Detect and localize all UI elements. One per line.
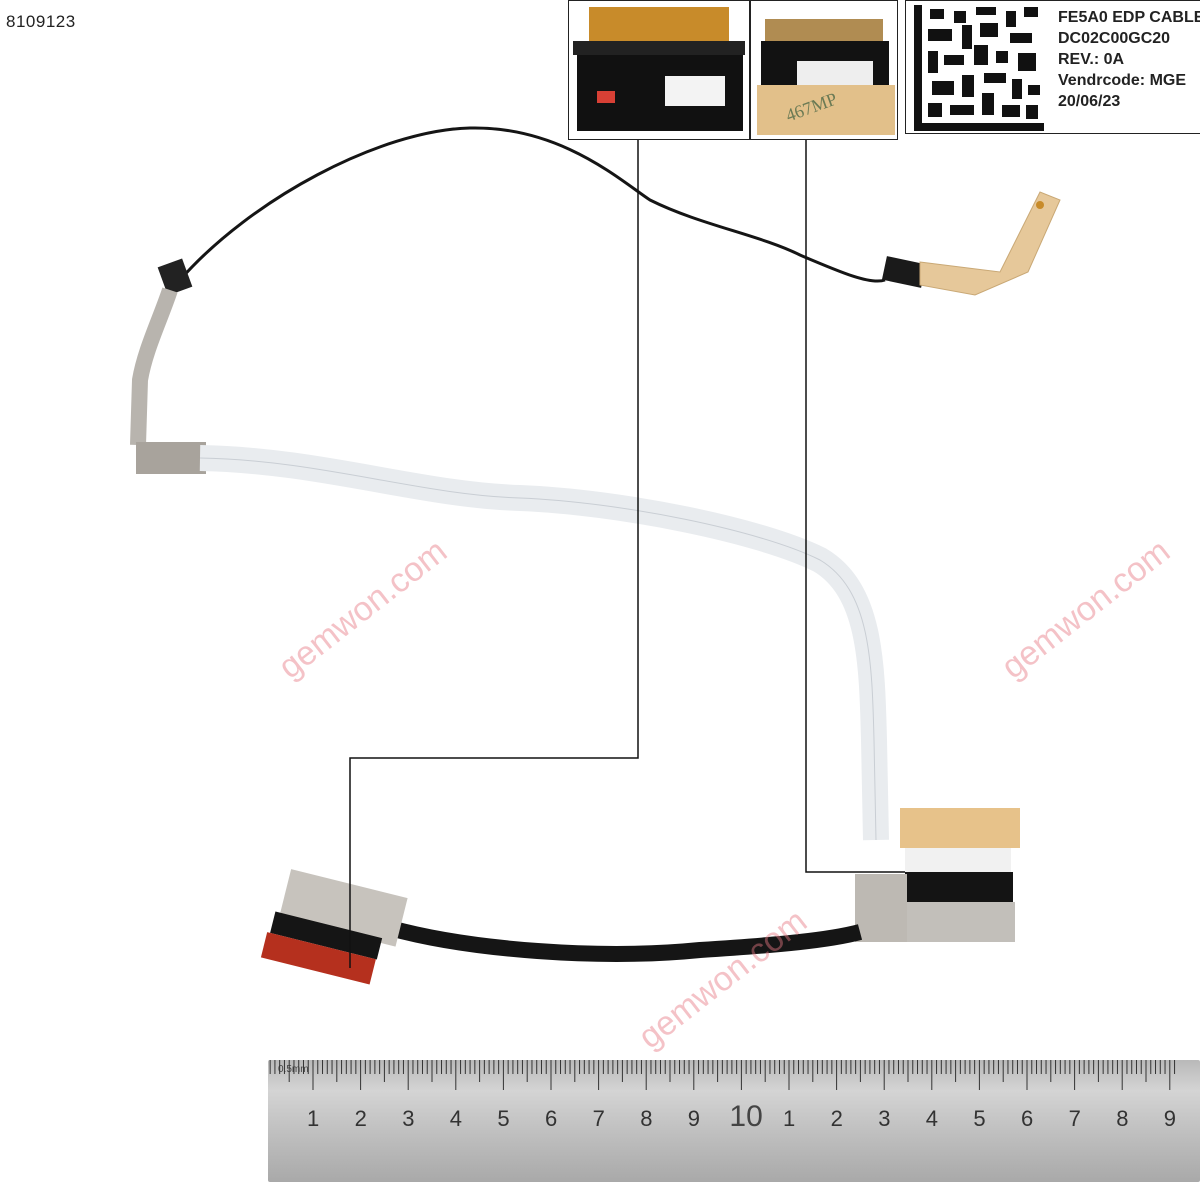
ruler-number: 4 bbox=[925, 1106, 939, 1131]
connector-left-black bbox=[270, 911, 383, 960]
connector-right-black bbox=[905, 872, 1013, 902]
foil-left-connector bbox=[279, 869, 408, 947]
product-label: FE5A0 EDP CABLE DC02C00GC20 REV.: 0A Ven… bbox=[905, 0, 1200, 134]
label-line-partno: DC02C00GC20 bbox=[1058, 30, 1171, 47]
ruler-number: 2 bbox=[354, 1106, 367, 1131]
thick-cable bbox=[387, 920, 863, 962]
ruler-number: 8 bbox=[640, 1106, 653, 1131]
callout-line-right bbox=[805, 140, 905, 873]
kapton-tape-right bbox=[900, 808, 1020, 848]
label-line-rev: REV.: 0A bbox=[1058, 51, 1125, 68]
foil-right-tab bbox=[855, 874, 907, 942]
ruler-number: 9 bbox=[1163, 1106, 1177, 1131]
small-connector-right bbox=[881, 256, 927, 288]
ruler-unit-label: 0.5mm bbox=[278, 1064, 309, 1075]
ruler-ticks bbox=[269, 1060, 1176, 1090]
datamatrix-code-icon bbox=[914, 5, 1044, 131]
ruler-number: 3 bbox=[878, 1106, 891, 1131]
ruler-number: 4 bbox=[449, 1106, 463, 1131]
label-text: FE5A0 EDP CABLE DC02C00GC20 REV.: 0A Ven… bbox=[1058, 7, 1200, 112]
red-tab bbox=[260, 932, 376, 985]
ruler-number: 5 bbox=[497, 1106, 510, 1131]
ruler-number: 7 bbox=[592, 1106, 605, 1131]
ruler-number: 9 bbox=[687, 1106, 701, 1131]
ruler-number: 7 bbox=[1068, 1106, 1081, 1131]
ruler-number: 3 bbox=[402, 1106, 415, 1131]
measuring-ruler: 0.5mm 1 2 3 4 5 6 7 8 9 10 1 2 3 4 5 6 7 8 9 bbox=[268, 1060, 1200, 1182]
connector-right-white bbox=[905, 848, 1011, 872]
foil-tab-left bbox=[136, 442, 206, 474]
small-connector-left bbox=[157, 258, 193, 296]
ruler-number: 2 bbox=[830, 1106, 843, 1131]
label-line-date: 20/06/23 bbox=[1058, 93, 1121, 110]
product-sku: 8109123 bbox=[6, 12, 76, 31]
ruler-number: 10 bbox=[729, 1100, 763, 1133]
ruler-number: 1 bbox=[307, 1106, 320, 1131]
foil-right bbox=[905, 902, 1015, 942]
callout-line-left bbox=[349, 140, 639, 968]
label-line-model: FE5A0 EDP CABLE bbox=[1058, 9, 1200, 26]
ruler-number: 5 bbox=[973, 1106, 986, 1131]
thin-wire bbox=[178, 126, 886, 283]
ruler-number: 1 bbox=[783, 1106, 796, 1131]
ruler-number: 6 bbox=[1021, 1106, 1034, 1131]
label-line-vendor: Vendrcode: MGE bbox=[1058, 72, 1187, 89]
ruler-number: 6 bbox=[545, 1106, 558, 1131]
flex-pcb-tail bbox=[919, 191, 1061, 296]
inset-left-connector-closeup bbox=[568, 0, 750, 140]
inset-right-connector-closeup: 467MP bbox=[750, 0, 898, 140]
foil-left bbox=[130, 287, 178, 446]
ruler-number: 8 bbox=[1116, 1106, 1129, 1131]
